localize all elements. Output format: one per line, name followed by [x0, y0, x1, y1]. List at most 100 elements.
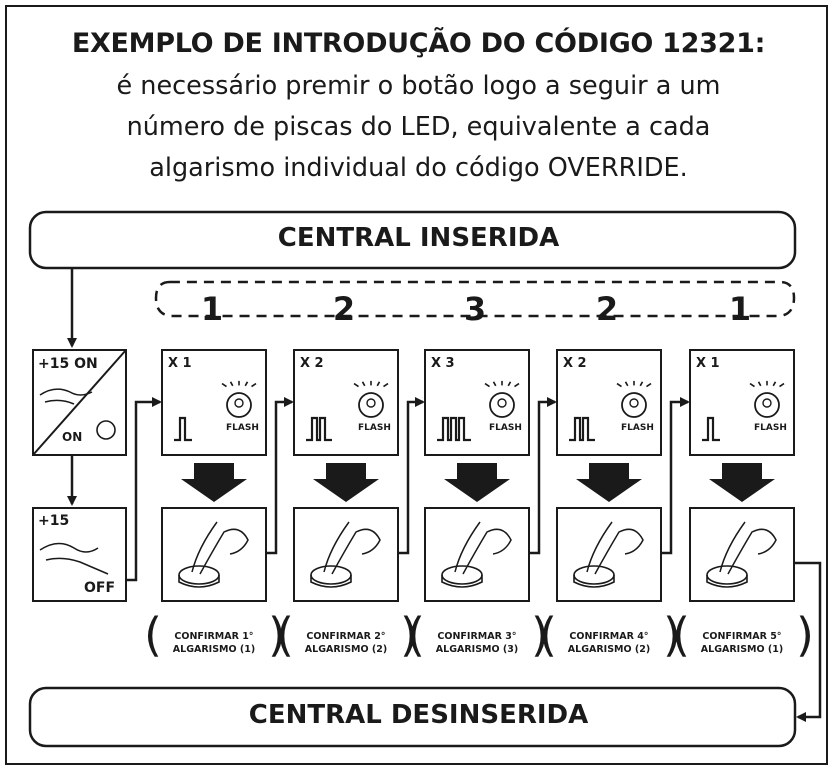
- confirm-line1-2: CONFIRMAR 2°: [306, 631, 386, 642]
- pressing-hand-icon-2: [323, 521, 381, 575]
- diagram-title: EXEMPLO DE INTRODUÇÃO DO CÓDIGO 12321:: [71, 28, 766, 59]
- flash-count-4: X 2: [563, 356, 587, 371]
- flash-count-3: X 3: [431, 356, 455, 371]
- connector-arrow-1: [266, 397, 294, 555]
- led-ray-4-4: [639, 381, 644, 387]
- push-button-base-3: [441, 575, 483, 588]
- code-digit-3: 3: [463, 290, 487, 328]
- led-dot-5: [762, 398, 772, 408]
- led-ray-1-4: [244, 381, 249, 387]
- open-paren-4: (: [539, 608, 557, 662]
- close-paren-5: ): [796, 608, 814, 662]
- connector-arrow-4: [661, 397, 690, 555]
- push-button-icon-2: [310, 565, 352, 585]
- confirm-line2-5: ALGARISMO (1): [700, 644, 784, 655]
- flash-count-5: X 1: [696, 356, 720, 371]
- down-arrow-1: [181, 463, 247, 502]
- start-on-label: +15 ON: [38, 356, 98, 372]
- led-dot-4: [629, 398, 639, 408]
- flash-label-3: FLASH: [489, 423, 522, 433]
- start-off-label: +15: [38, 513, 70, 529]
- push-button-icon-4: [573, 565, 615, 585]
- confirm-label-2: CONFIRMAR 2° ALGARISMO (2): [293, 630, 399, 656]
- led-ray-4-2: [624, 381, 629, 387]
- pressing-hand-icon-5: [719, 521, 777, 575]
- led-ray-4-5: [646, 382, 652, 388]
- arrow-off-to-step1: [126, 397, 162, 582]
- close-paren-1: ): [268, 608, 286, 662]
- start-led-icon: [96, 420, 116, 440]
- arrow-last-to-bottom: [794, 561, 822, 722]
- led-ray-1-1: [221, 382, 227, 388]
- connector-arrow-2: [398, 397, 425, 555]
- code-digit-1: 1: [200, 290, 224, 328]
- close-paren-3: ): [531, 608, 549, 662]
- push-button-base-4: [573, 575, 615, 588]
- top-bar-label: CENTRAL INSERIDA: [277, 223, 560, 253]
- code-digit-4: 2: [595, 290, 619, 328]
- led-dot-3: [497, 398, 507, 408]
- led-ray-4-1: [616, 382, 622, 388]
- open-paren-3: (: [407, 608, 425, 662]
- bottom-bar: [28, 686, 797, 748]
- pulse-waveform-4: [569, 416, 595, 442]
- flash-label-4: FLASH: [621, 423, 654, 433]
- open-paren-5: (: [672, 608, 690, 662]
- code-digit-5: 1: [728, 290, 752, 328]
- diagram-description: é necessário premir o botão logo a segui…: [116, 71, 721, 183]
- led-ray-3-2: [492, 381, 497, 387]
- start-on-sub: ON: [62, 430, 83, 444]
- confirm-label-1: CONFIRMAR 1° ALGARISMO (1): [161, 630, 267, 656]
- open-paren-2: (: [276, 608, 294, 662]
- push-button-base-2: [310, 575, 352, 588]
- led-dot-1: [234, 398, 244, 408]
- press-box-5: [689, 507, 795, 602]
- pulse-waveform-1: [174, 416, 192, 442]
- code-bracket: [154, 280, 796, 318]
- pulse-waveform-2: [306, 416, 332, 442]
- push-button-icon-1: [178, 565, 220, 585]
- flash-label-2: FLASH: [358, 423, 391, 433]
- press-box-3: [424, 507, 530, 602]
- confirm-line1-1: CONFIRMAR 1°: [174, 631, 254, 642]
- confirm-line1-3: CONFIRMAR 3°: [437, 631, 517, 642]
- pressing-hand-icon-1: [191, 521, 249, 575]
- led-ray-5-1: [749, 382, 755, 388]
- confirm-line2-2: ALGARISMO (2): [304, 644, 388, 655]
- press-box-4: [556, 507, 662, 602]
- led-ray-5-5: [779, 382, 785, 388]
- pulse-waveform-5: [702, 416, 720, 442]
- led-ray-5-2: [757, 381, 762, 387]
- flash-count-2: X 2: [300, 356, 324, 371]
- press-box-1: [161, 507, 267, 602]
- start-off-box: [32, 507, 127, 602]
- flash-label-5: FLASH: [754, 423, 787, 433]
- led-ray-2-1: [353, 382, 359, 388]
- close-paren-2: ): [400, 608, 418, 662]
- start-on-diagonal: [32, 349, 127, 456]
- start-off-hand-icon: [39, 542, 109, 575]
- press-box-2: [293, 507, 399, 602]
- led-ray-5-4: [772, 381, 777, 387]
- led-ray-3-5: [514, 382, 520, 388]
- pressing-hand-icon-3: [454, 521, 512, 575]
- flash-count-1: X 1: [168, 356, 192, 371]
- confirm-line2-1: ALGARISMO (1): [172, 644, 256, 655]
- led-ray-3-4: [507, 381, 512, 387]
- flash-label-1: FLASH: [226, 423, 259, 433]
- confirm-line1-5: CONFIRMAR 5°: [702, 631, 782, 642]
- led-ray-2-5: [383, 382, 389, 388]
- down-arrow-3: [444, 463, 510, 502]
- confirm-label-5: CONFIRMAR 5° ALGARISMO (1): [689, 630, 795, 656]
- top-bar: [28, 210, 797, 270]
- pulse-waveform-3: [437, 416, 471, 442]
- led-ray-1-5: [251, 382, 257, 388]
- open-paren-1: (: [144, 608, 162, 662]
- down-arrow-2: [313, 463, 379, 502]
- confirm-label-4: CONFIRMAR 4°ALGARISMO (2): [556, 630, 662, 656]
- code-digit-2: 2: [332, 290, 356, 328]
- confirm-line2-3: ALGARISMO (3): [435, 644, 519, 655]
- led-ray-1-2: [229, 381, 234, 387]
- down-arrow-4: [576, 463, 642, 502]
